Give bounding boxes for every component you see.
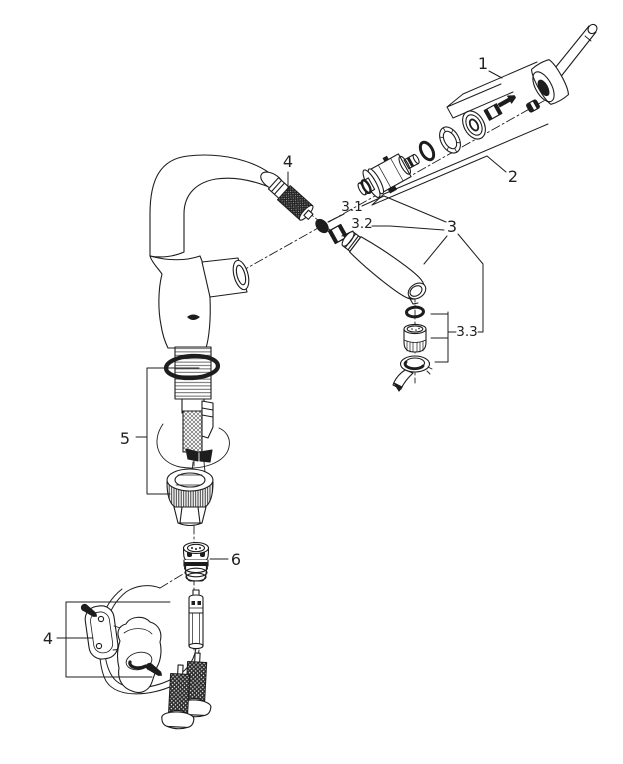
- hose-guide-plate: [84, 605, 125, 660]
- cone-seal: [315, 218, 329, 234]
- callout-3-3-label: 3.3: [456, 324, 477, 340]
- handle-plug: [526, 99, 540, 113]
- lever-handle: [531, 23, 598, 105]
- supply-hose-left: [161, 664, 195, 730]
- callout-5-leader: [135, 367, 200, 495]
- mounting-base-ghost: [156, 423, 230, 469]
- quick-connector: [182, 541, 210, 582]
- fixing-screw-2: [145, 662, 163, 676]
- stabilizer-clip-2: [199, 449, 213, 463]
- hose-guide-clip: [117, 616, 162, 694]
- adapter-sleeve: [483, 103, 503, 121]
- callout-3-3-leader: [430, 311, 457, 363]
- callout-leaders: [56, 61, 549, 678]
- callout-1-label: 1: [478, 54, 488, 73]
- callout-3-label: 3: [447, 217, 457, 236]
- aerator-o-ring: [405, 305, 425, 319]
- aerator-insert: [403, 323, 427, 353]
- callout-6-label: 6: [231, 550, 241, 569]
- o-ring-small: [418, 140, 436, 162]
- faucet-arch: [149, 154, 277, 258]
- axis-handle-cartridge: [239, 93, 557, 273]
- handle-screw: [497, 95, 516, 108]
- callout-3-1-label: 3.1: [341, 199, 362, 215]
- supply-hose-right: [178, 652, 212, 718]
- callout-1-leader: [446, 61, 538, 119]
- mounting-nut: [166, 468, 214, 527]
- brand-mark: [187, 314, 200, 320]
- callout-4-bottom-leader: [56, 601, 171, 678]
- spout-tab: [408, 296, 419, 305]
- callout-2-label: 2: [508, 167, 518, 186]
- cartridge: [357, 153, 420, 198]
- pull-out-hose-connection: [267, 177, 314, 221]
- fixing-screw-1: [80, 603, 98, 617]
- callout-5-label: 5: [120, 429, 130, 448]
- stabilizer-clip: [185, 448, 199, 462]
- dome-ring: [439, 126, 461, 154]
- valve-stub-bore: [235, 264, 247, 286]
- cap-ring: [462, 110, 486, 140]
- callout-2-leader: [371, 123, 549, 206]
- faucet-body: [149, 154, 284, 349]
- callout-3-1-leader: [327, 195, 385, 223]
- callout-3-2-leader: [341, 225, 445, 237]
- hose-end-fitting: [188, 589, 204, 650]
- callout-3-leader: [383, 195, 484, 333]
- callout-3-2-label: 3.2: [351, 216, 372, 232]
- threaded-shank: [156, 346, 230, 474]
- callout-4-bottom-label: 4: [43, 629, 53, 648]
- faucet-vase: [149, 255, 211, 349]
- axis-hose-loop: [159, 570, 189, 589]
- aerator-service-key: [392, 355, 433, 392]
- hose-clip-piece: [201, 400, 214, 439]
- callout-4-top-label: 4: [283, 152, 293, 171]
